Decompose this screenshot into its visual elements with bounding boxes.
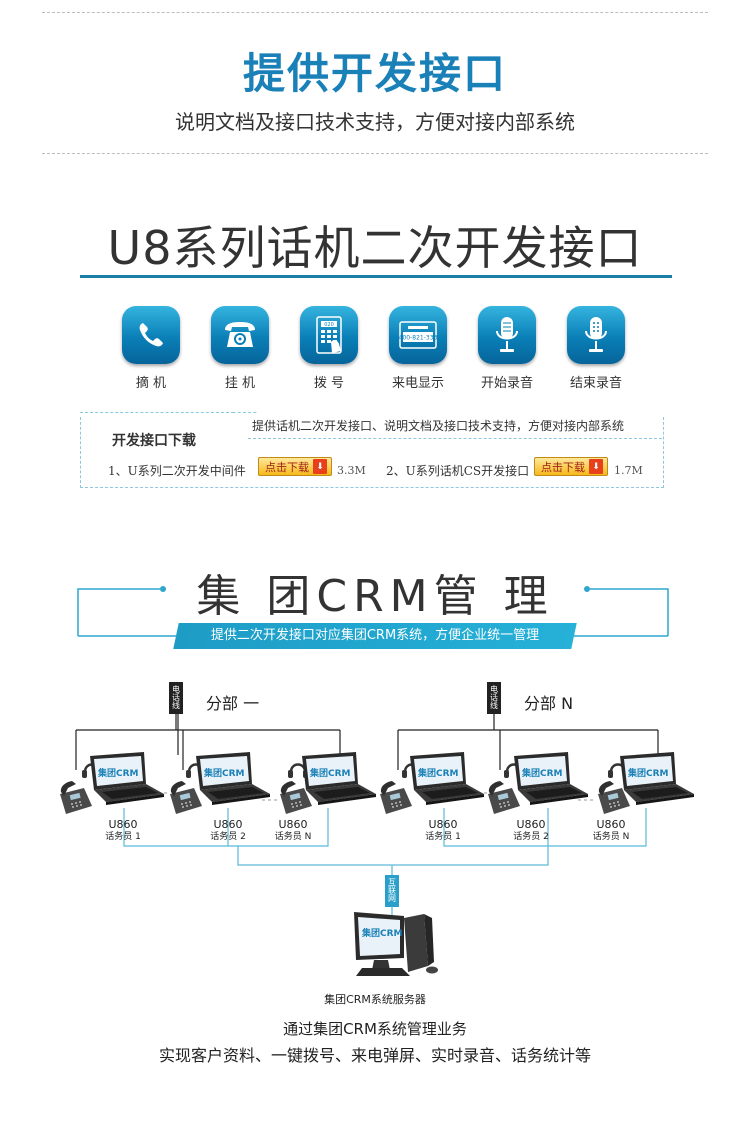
laptop-screen-text: 集团CRM	[309, 767, 351, 779]
caller-id-number-text: 400-821-333	[399, 335, 438, 342]
operator-role: 话务员 N	[274, 832, 312, 842]
operator-role: 话务员 2	[513, 832, 549, 842]
footer-line-1: 通过集团CRM系统管理业务	[283, 1020, 467, 1038]
branch-label: 分部 一	[206, 694, 260, 713]
feature-off-hook: 摘 机	[116, 306, 186, 391]
desk-phone-icon	[211, 306, 269, 364]
download-divider	[248, 438, 662, 439]
header-divider	[42, 153, 708, 154]
download-file-size: 3.3M	[337, 464, 366, 477]
feature-on-hook: 挂 机	[205, 306, 275, 391]
top-divider	[42, 12, 708, 13]
download-button-label: 点击下载	[265, 460, 309, 474]
dial-keypad-icon: 020	[300, 306, 358, 364]
workstation-label: U860 话务员 1	[88, 818, 158, 844]
phone-model: U860	[108, 818, 138, 831]
feature-caller-id: 400-821-333 来电显示	[383, 306, 453, 391]
laptop-screen-text: 集团CRM	[203, 767, 245, 779]
u8-section-title: U8系列话机二次开发接口	[107, 221, 643, 275]
download-file-size: 1.7M	[614, 464, 643, 477]
download-button[interactable]: 点击下载 ⬇	[258, 457, 332, 476]
handset-off-hook-icon	[122, 306, 180, 364]
page-title: 提供开发接口	[242, 49, 507, 98]
phone-line-text: 电话线	[489, 685, 499, 709]
workstation-label: U860 话务员 N	[576, 818, 646, 844]
feature-label: 开始录音	[480, 376, 533, 391]
feature-stop-record: 结束录音	[561, 306, 631, 391]
phone-model: U860	[516, 818, 546, 831]
laptop-screen-text: 集团CRM	[627, 767, 669, 779]
crm-section-title: 集 团CRM管 理	[196, 571, 554, 622]
download-button-label: 点击下载	[541, 460, 585, 474]
branch-label: 分部 N	[524, 694, 574, 713]
phone-line-text: 电话线	[171, 685, 181, 709]
download-tab-border	[80, 412, 234, 443]
operator-role: 话务员 N	[592, 832, 630, 842]
operator-role: 话务员 1	[105, 832, 141, 842]
feature-label: 拨 号	[313, 376, 345, 391]
phone-line-label: 电话线	[169, 682, 183, 714]
operator-role: 话务员 2	[210, 832, 246, 842]
footer-line-2: 实现客户资料、一键拨号、来电弹屏、实时录音、话务统计等	[158, 1046, 591, 1065]
feature-label: 结束录音	[569, 376, 622, 391]
phone-model: U860	[596, 818, 626, 831]
server-screen-text: 集团CRM	[361, 927, 403, 939]
download-button[interactable]: 点击下载 ⬇	[534, 457, 608, 476]
download-panel	[80, 417, 664, 488]
phone-model: U860	[213, 818, 243, 831]
feature-label: 来电显示	[391, 376, 444, 391]
keypad-display-text: 020	[324, 322, 334, 328]
download-title: 开发接口下载	[112, 433, 196, 449]
laptop-screen-text: 集团CRM	[97, 767, 139, 779]
internet-label: 互联网	[385, 875, 399, 907]
server-label: 集团CRM系统服务器	[324, 993, 426, 1006]
caller-id-display-icon: 400-821-333	[389, 306, 447, 364]
u8-title-underline	[80, 275, 672, 278]
crm-banner-text: 提供二次开发接口对应集团CRM系统，方便企业统一管理	[210, 628, 540, 643]
download-note: 提供话机二次开发接口、说明文档及接口技术支持，方便对接内部系统	[252, 419, 625, 433]
workstation-label: U860 话务员 2	[496, 818, 566, 844]
download-item-label: 2、U系列话机CS开发接口	[386, 464, 530, 478]
laptop-screen-text: 集团CRM	[417, 767, 459, 779]
feature-label: 摘 机	[135, 376, 167, 391]
phone-model: U860	[428, 818, 458, 831]
server-desktop	[354, 912, 438, 976]
workstation-label: U860 话务员 N	[258, 818, 328, 844]
workstation-label: U860 话务员 2	[193, 818, 263, 844]
laptop-screen-text: 集团CRM	[521, 767, 563, 779]
feature-start-record: 开始录音	[472, 306, 542, 391]
phone-model: U860	[278, 818, 308, 831]
microphone-record-start-icon	[478, 306, 536, 364]
download-arrow-icon: ⬇	[589, 459, 603, 474]
download-item-label: 1、U系列二次开发中间件	[108, 464, 246, 478]
feature-dial: 020 拨 号	[294, 306, 364, 391]
download-arrow-icon: ⬇	[313, 459, 327, 474]
phone-line-label: 电话线	[487, 682, 501, 714]
workstation-label: U860 话务员 1	[408, 818, 478, 844]
microphone-record-stop-icon	[567, 306, 625, 364]
page-subtitle: 说明文档及接口技术支持，方便对接内部系统	[175, 110, 575, 134]
feature-label: 挂 机	[224, 376, 256, 391]
feature-icons-row: 摘 机 挂 机 020	[116, 306, 648, 391]
internet-text: 互联网	[387, 878, 397, 902]
operator-role: 话务员 1	[425, 832, 461, 842]
